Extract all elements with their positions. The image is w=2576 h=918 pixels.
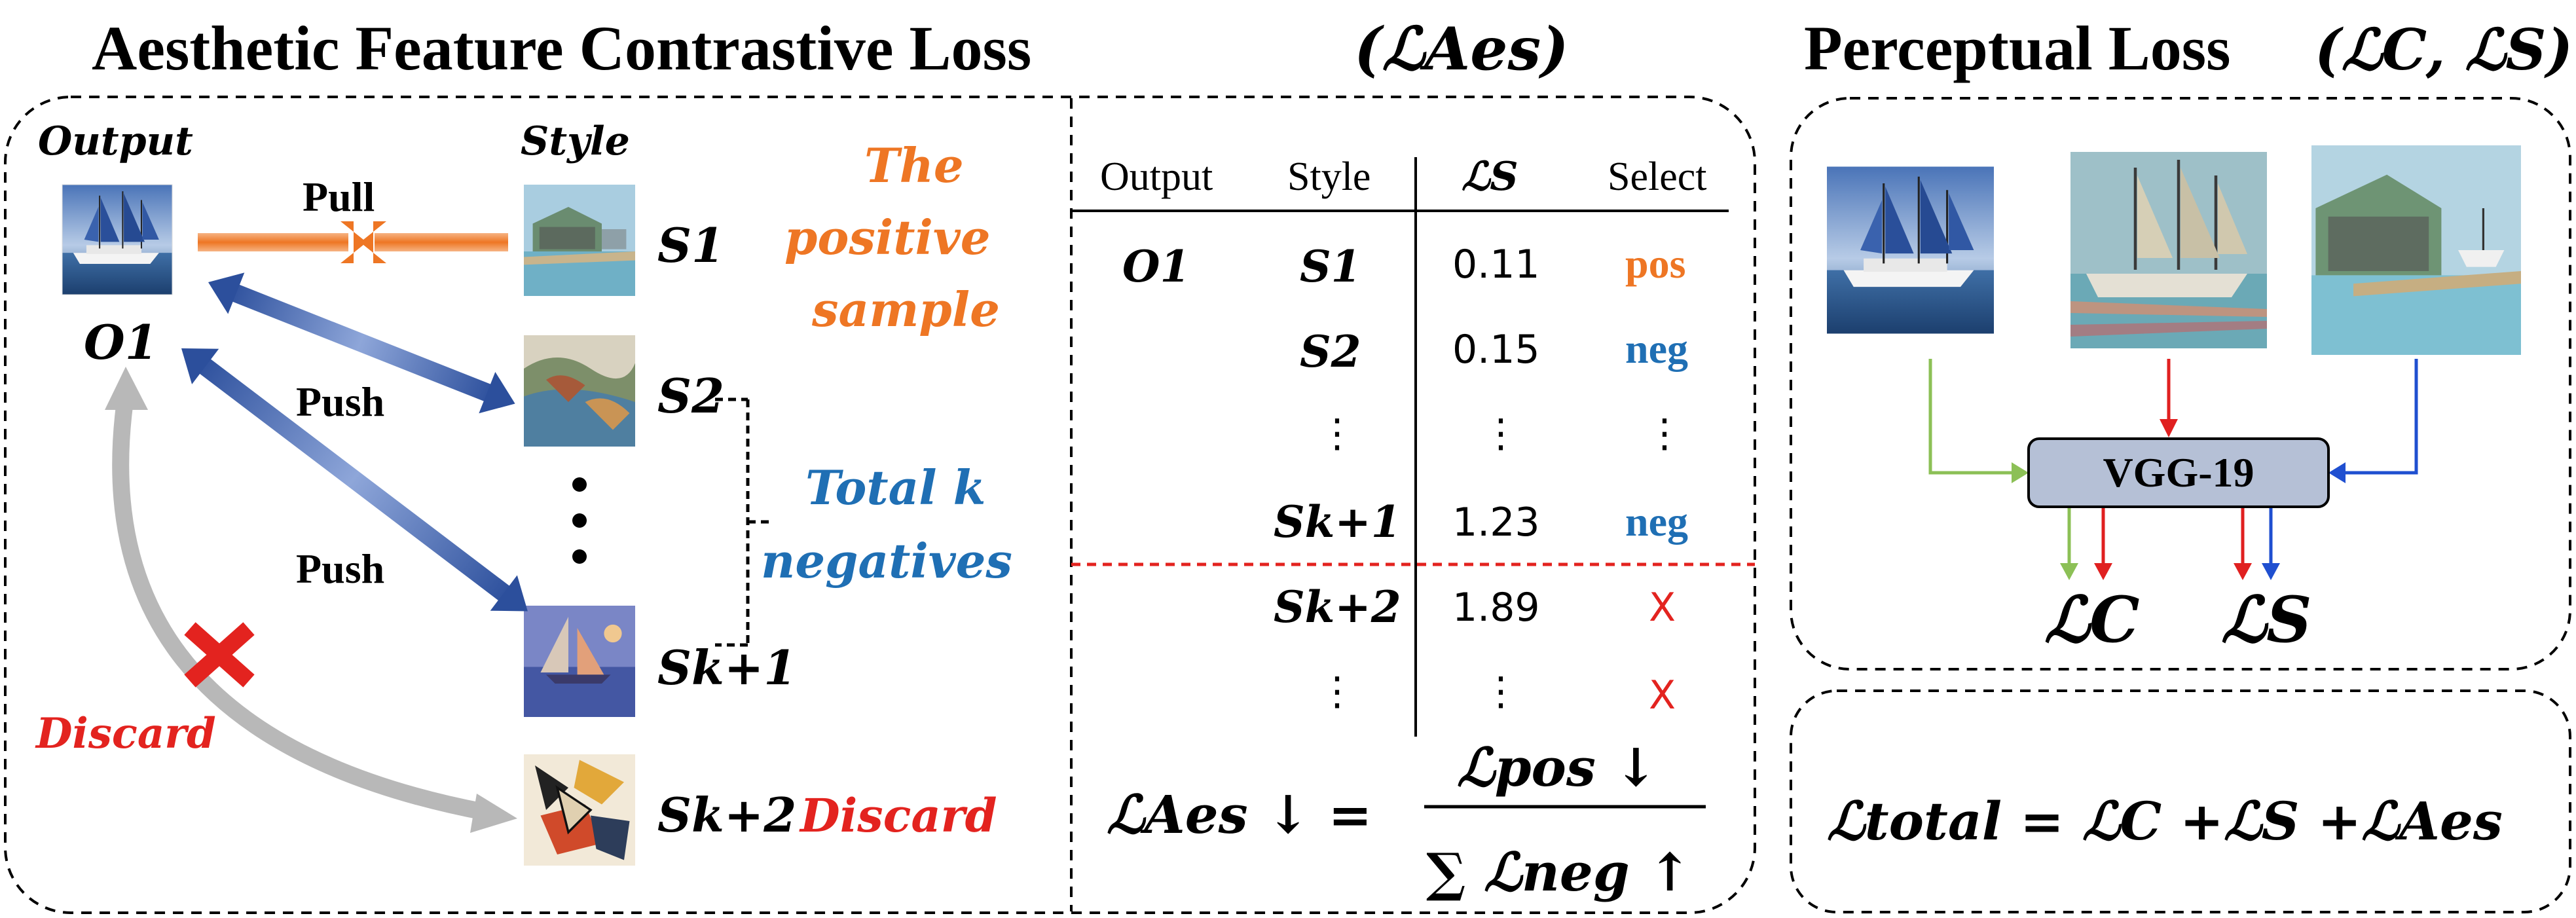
left-title-text: Aesthetic Feature Contrastive Loss [92, 13, 1031, 83]
table-header-style: Style [1287, 155, 1371, 199]
table-row-style: ⋮ [1317, 669, 1357, 714]
table-row-style: Sk+2 [1274, 581, 1401, 633]
table-row-select: neg [1625, 498, 1688, 545]
style-image-s2 [524, 335, 635, 447]
table-row-select: neg [1625, 325, 1688, 372]
style-symbol-s2: S2 [657, 368, 724, 424]
left-title: Aesthetic Feature Contrastive Loss (ℒAes… [92, 13, 1569, 84]
discard-arrow [105, 367, 517, 833]
right-title: Perceptual Loss (ℒC, ℒS) [1804, 13, 2573, 83]
pull-label: Pull [303, 174, 375, 220]
positive-text-line-2: positive [784, 210, 991, 265]
discard-label-left: Discard [35, 709, 216, 758]
aes-formula: ℒAes ↓ = ℒpos ↓ ∑ ℒneg ↑ [1107, 737, 1706, 903]
style-reference-image [2311, 145, 2521, 355]
table-row-style: S2 [1300, 326, 1361, 377]
style-symbol-sk1: Sk+1 [657, 640, 796, 695]
negatives-text-line-2: negatives [761, 533, 1012, 589]
table-header-ls: ℒS [1462, 154, 1518, 200]
style-image-sk2 [524, 754, 635, 866]
positive-sample-text: The positive sample [784, 138, 1000, 337]
style-image-s1 [524, 185, 635, 296]
table-row-value: 1.89 [1452, 585, 1540, 631]
left-title-symbol: (ℒAes) [1354, 14, 1569, 84]
total-loss-panel [1790, 689, 2571, 913]
negatives-bracket [715, 397, 773, 647]
total-loss-formula: ℒtotal = ℒC +ℒS +ℒAes [1827, 790, 2503, 852]
negatives-text-line-1: Total k [805, 460, 986, 515]
style-ellipsis-dots [572, 477, 587, 564]
style-symbol-s1: S1 [657, 217, 724, 273]
positive-text-line-3: sample [811, 282, 1000, 337]
table-row-select: X [1649, 672, 1676, 718]
push-arrow-2 [181, 348, 528, 612]
perceptual-panel [1790, 97, 2571, 670]
aes-formula-denominator: ∑ ℒneg ↑ [1426, 841, 1692, 903]
table-row-select: pos [1625, 240, 1686, 287]
stylized-output-image [2070, 152, 2267, 348]
content-loss-symbol: ℒC [2044, 583, 2140, 657]
table-row-style: S1 [1300, 241, 1361, 292]
right-title-symbol: (ℒC, ℒS) [2315, 17, 2573, 83]
output-column-label: Output [38, 119, 193, 164]
table-row-style: Sk+1 [1274, 496, 1401, 547]
table-row-select: ⋮ [1645, 411, 1684, 456]
table-row-output: O1 [1122, 241, 1190, 292]
table-row-value: 1.23 [1452, 500, 1540, 545]
vgg-label: VGG-19 [2103, 449, 2254, 496]
aes-formula-numerator: ℒpos ↓ [1457, 737, 1658, 798]
push-label-2: Push [296, 545, 384, 592]
table-row-value: ⋮ [1481, 411, 1520, 456]
right-title-text: Perceptual Loss [1804, 13, 2231, 83]
output-image [62, 184, 173, 295]
negatives-text: Total k negatives [761, 460, 1012, 589]
loss-table: Output Style ℒS Select O1 S1 0.11 pos S2… [1071, 154, 1755, 737]
positive-text-line-1: The [864, 138, 964, 193]
contrastive-panel [4, 96, 1756, 914]
table-row-style: ⋮ [1317, 411, 1357, 456]
pull-arrow [198, 221, 508, 263]
red-x-icon [184, 622, 255, 688]
aes-formula-lhs: ℒAes ↓ = [1107, 784, 1372, 845]
style-column-label: Style [521, 119, 630, 164]
table-row-value: 0.15 [1452, 327, 1540, 373]
vgg-19-block: VGG-19 [2027, 437, 2330, 508]
table-header-output: Output [1100, 155, 1213, 199]
table-row-value: 0.11 [1452, 242, 1540, 287]
style-symbol-sk2: Sk+2 [657, 787, 796, 843]
vgg-connectors [1928, 359, 2418, 580]
table-row-select: X [1649, 585, 1676, 631]
output-symbol: O1 [84, 314, 158, 370]
style-image-sk1 [524, 606, 635, 717]
style-loss-symbol: ℒS [2221, 583, 2311, 657]
content-image [1827, 165, 1994, 335]
table-row-value: ⋮ [1481, 669, 1520, 714]
table-header-select: Select [1608, 155, 1707, 199]
discard-label-right: Discard [799, 788, 997, 843]
push-label-1: Push [296, 378, 384, 425]
push-arrow-1 [208, 272, 515, 414]
